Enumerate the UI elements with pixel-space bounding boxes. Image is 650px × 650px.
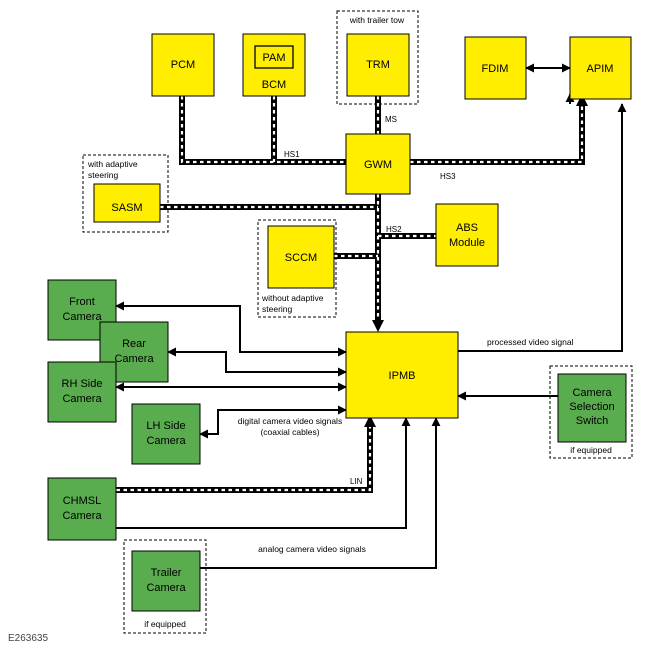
trm-module: TRM: [346, 33, 410, 97]
note-adaptive-line1: with adaptive: [87, 159, 138, 169]
label-digital-video-line1: digital camera video signals: [238, 416, 342, 426]
optional-outlines: [82, 10, 633, 634]
sasm-label: SASM: [111, 202, 142, 214]
pcm-module: PCM: [151, 33, 215, 97]
bus-label-hs2: HS2: [386, 225, 402, 234]
pcm-label: PCM: [171, 59, 195, 71]
trailer-camera: Trailer Camera: [131, 550, 201, 612]
rh-side-camera-line1: RH Side: [62, 378, 103, 390]
rear-camera-line2: Camera: [114, 353, 154, 365]
bus-labels: MS HS1 HS3 HS2 LIN: [284, 115, 456, 486]
note-switch-if-equipped: if equipped: [570, 445, 612, 455]
trailer-tow-outline: [336, 10, 419, 105]
sccm-label: SCCM: [285, 252, 317, 264]
sccm-module: SCCM: [267, 225, 335, 289]
chmsl-camera: CHMSL Camera: [47, 477, 117, 541]
trailer-camera-line1: Trailer: [151, 567, 182, 579]
fdim-module: FDIM: [464, 36, 527, 100]
front-camera: Front Camera: [47, 279, 117, 341]
sasm-module: SASM: [93, 183, 161, 223]
label-analog-video: analog camera video signals: [258, 544, 366, 554]
front-camera-line1: Front: [69, 296, 95, 308]
can-bus-lines: [114, 96, 585, 493]
note-adaptive-line2: steering: [88, 170, 119, 180]
note-without-adaptive-line2: steering: [262, 304, 293, 314]
abs-module: ABS Module: [435, 203, 499, 267]
figure-reference: E263635: [8, 633, 48, 644]
front-camera-line2: Camera: [62, 311, 102, 323]
switch-if-equipped-outline: [549, 365, 633, 459]
adaptive-steering-outline: [82, 154, 169, 233]
bcm-module: PAM BCM: [242, 33, 306, 97]
pam-submodule: [254, 45, 294, 69]
ipmb-label: IPMB: [389, 370, 416, 382]
note-without-adaptive-line1: without adaptive: [261, 293, 324, 303]
lh-side-camera-line1: LH Side: [146, 420, 185, 432]
pam-label: PAM: [262, 52, 285, 64]
bus-label-hs1: HS1: [284, 150, 300, 159]
trailer-camera-line2: Camera: [146, 582, 186, 594]
apim-module: APIM: [569, 36, 632, 100]
camera-selection-switch: Camera Selection Switch: [557, 373, 627, 443]
without-adaptive-outline: [257, 219, 337, 318]
lh-side-camera: LH Side Camera: [131, 403, 201, 465]
ipmb-module: IPMB: [345, 331, 459, 419]
apim-label: APIM: [587, 63, 614, 75]
fdim-label: FDIM: [482, 63, 509, 75]
rear-camera-line1: Rear: [122, 338, 146, 350]
note-trailer-if-equipped: if equipped: [144, 619, 186, 629]
label-digital-video-line2: (coaxial cables): [260, 427, 319, 437]
bus-label-lin: LIN: [350, 477, 363, 486]
cameras: Front Camera Rear Camera RH Side Camera …: [47, 279, 627, 612]
modules: PCM PAM BCM TRM FDIM APIM GWM SASM: [93, 33, 632, 419]
switch-line2: Selection: [569, 401, 614, 413]
lh-side-camera-line2: Camera: [146, 435, 186, 447]
bus-label-ms: MS: [385, 115, 397, 124]
trailer-if-equipped-outline: [123, 539, 207, 634]
switch-line3: Switch: [576, 415, 608, 427]
signal-labels: processed video signal digital camera vi…: [238, 337, 574, 554]
bcm-label: BCM: [262, 79, 286, 91]
bus-label-hs3: HS3: [440, 172, 456, 181]
label-processed-video: processed video signal: [487, 337, 574, 347]
notes: with trailer tow with adaptive steering …: [87, 15, 612, 629]
chmsl-camera-line2: Camera: [62, 510, 102, 522]
trm-label: TRM: [366, 59, 390, 71]
abs-label-line2: Module: [449, 237, 485, 249]
chmsl-camera-line1: CHMSL: [63, 495, 102, 507]
gwm-label: GWM: [364, 159, 392, 171]
note-trailer-tow: with trailer tow: [349, 15, 405, 25]
gwm-module: GWM: [345, 133, 411, 195]
switch-line1: Camera: [572, 387, 612, 399]
rh-side-camera-line2: Camera: [62, 393, 102, 405]
video-signal-lines: [115, 63, 627, 569]
abs-label-line1: ABS: [456, 222, 478, 234]
rh-side-camera: RH Side Camera: [47, 361, 117, 423]
